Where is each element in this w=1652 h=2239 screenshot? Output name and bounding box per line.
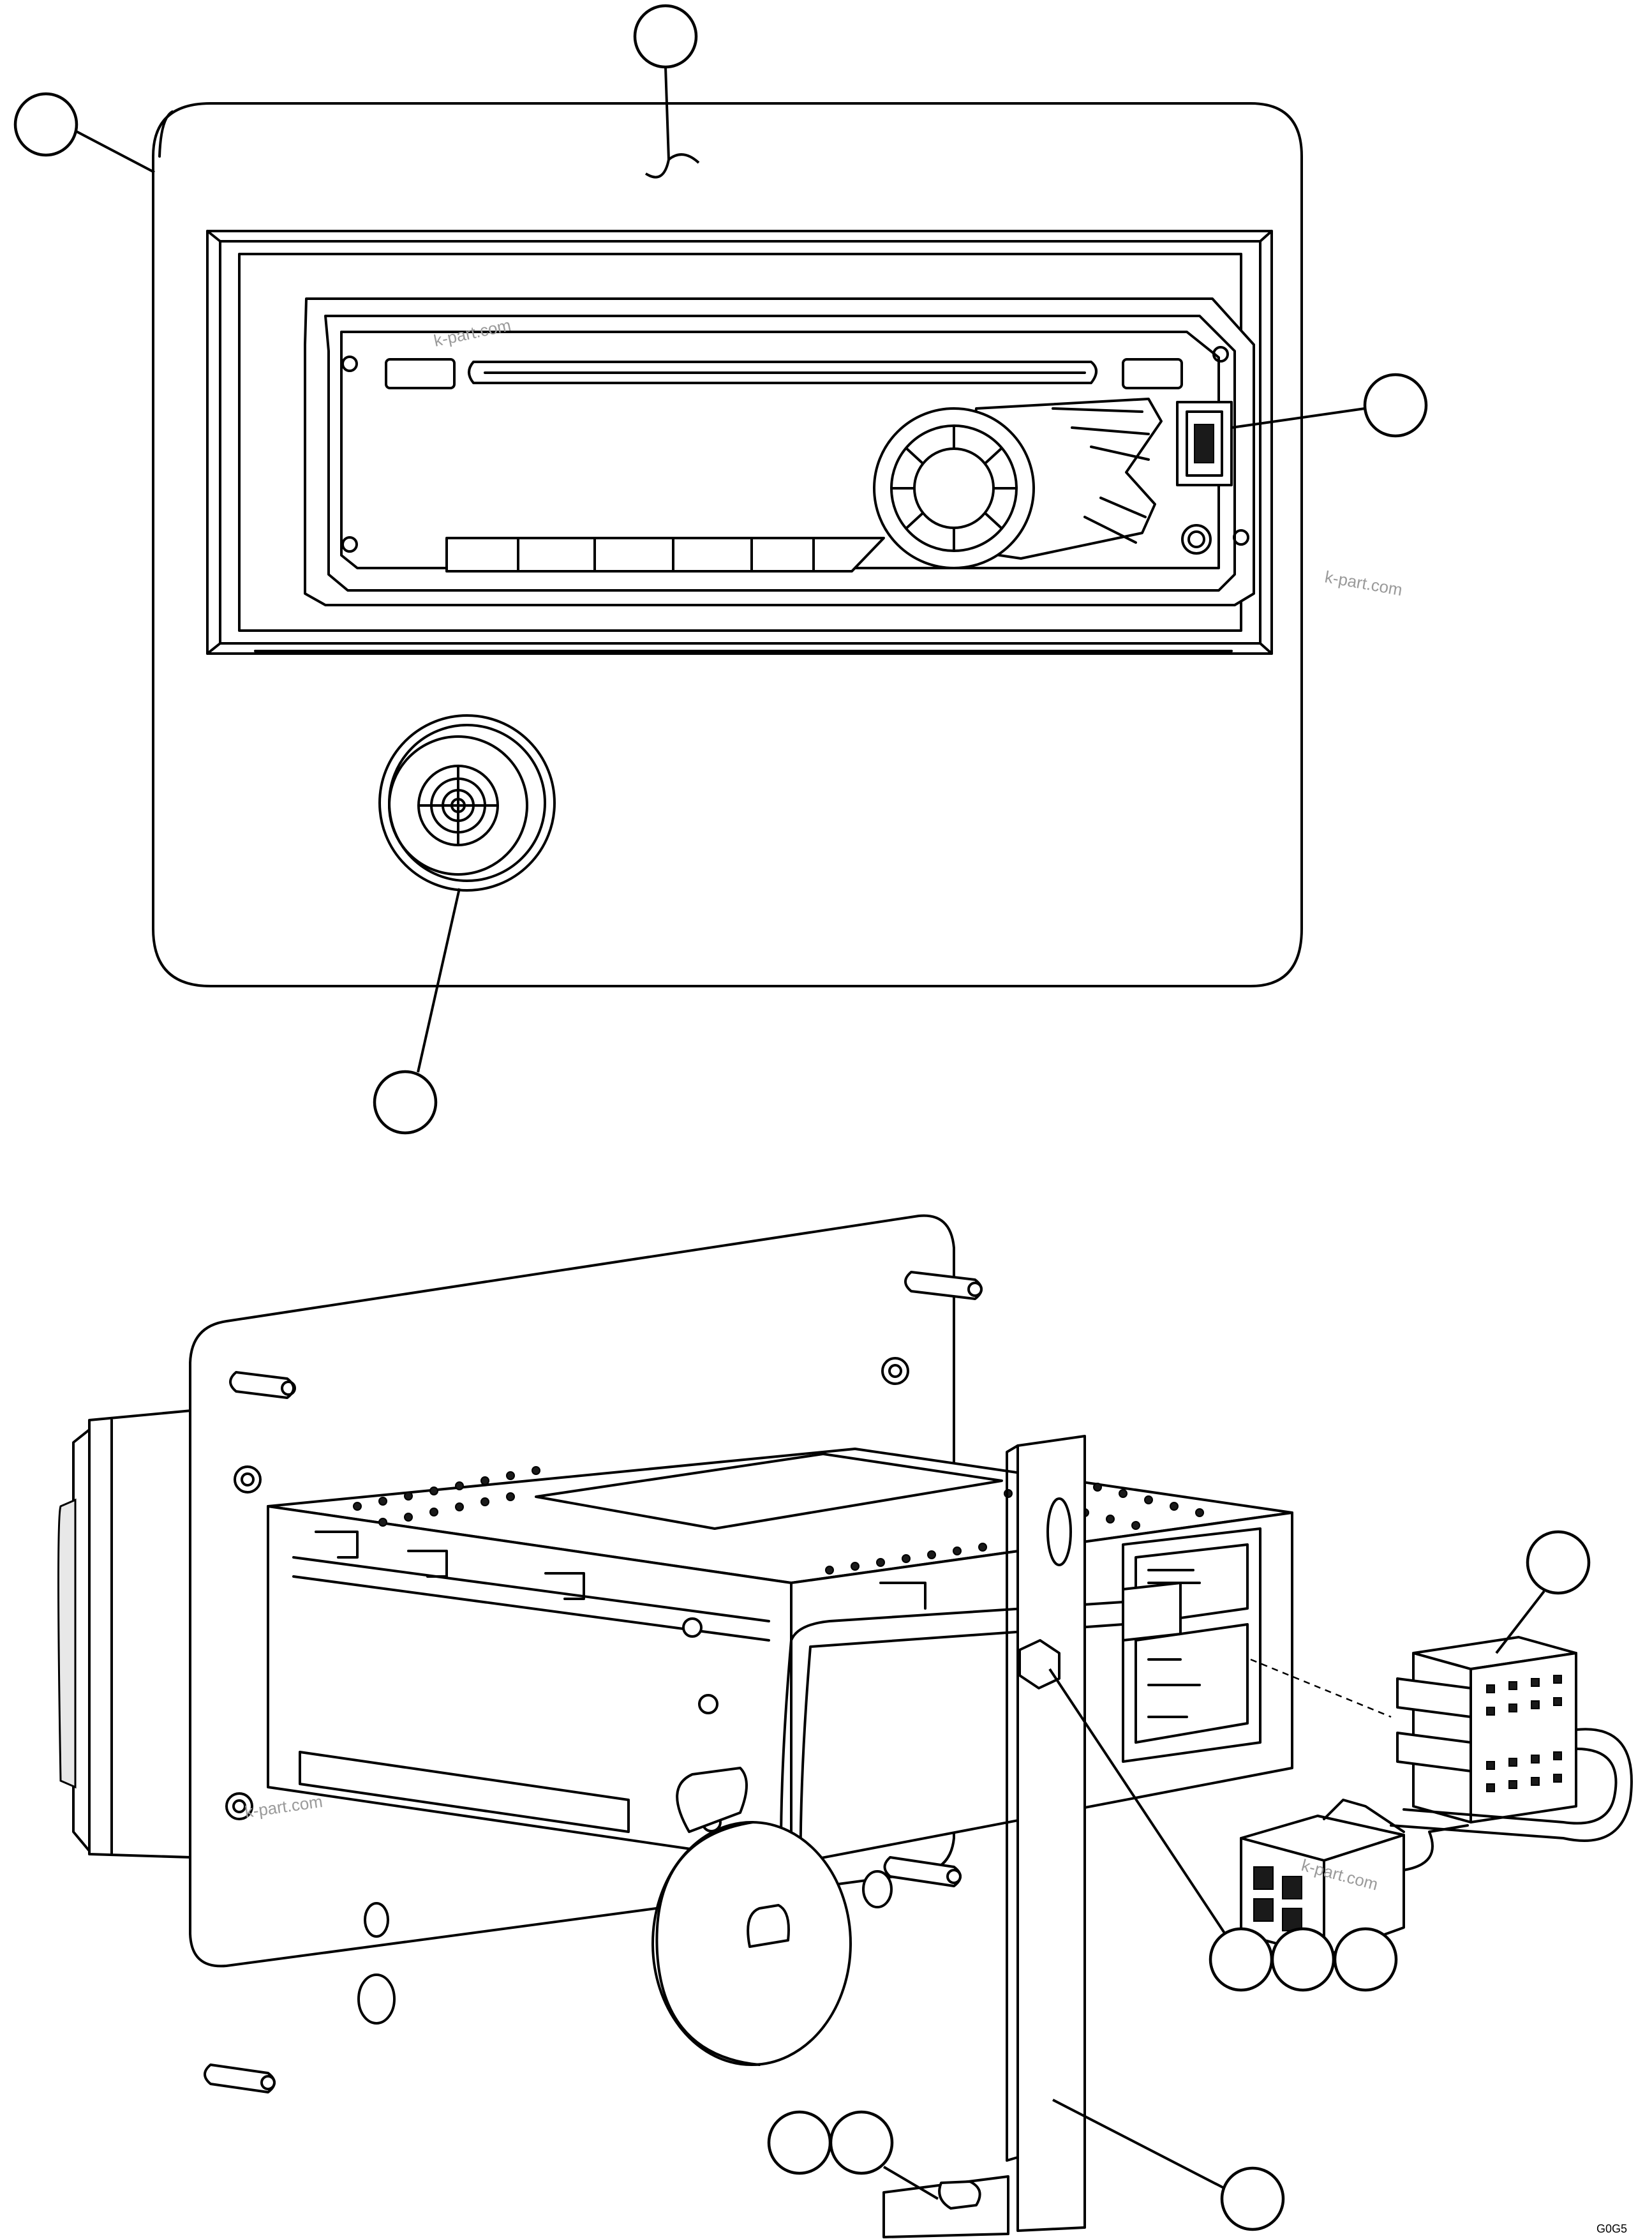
drawing-code: G0G5 xyxy=(1596,2222,1627,2235)
speaker-grille xyxy=(378,714,556,892)
radio-faceplate xyxy=(304,297,1255,606)
callout-bubble xyxy=(1363,373,1428,438)
iso-plug-connector xyxy=(1390,1636,1633,1842)
front-bezel-assembly: k-part.com k-part.com xyxy=(152,102,1404,987)
support-bracket xyxy=(882,1435,1086,2238)
callouts-top xyxy=(13,4,1428,1135)
rear-speaker xyxy=(651,1821,893,2066)
callout-bubble xyxy=(1220,2166,1285,2231)
callout-bubble xyxy=(767,2110,832,2175)
callout-bubble xyxy=(13,92,78,157)
preset-buttons[interactable] xyxy=(445,537,885,573)
callout-bubble xyxy=(1333,1927,1398,1992)
callout-bubble xyxy=(373,1070,438,1135)
callouts-bottom xyxy=(767,1530,1591,2231)
callout-bubble xyxy=(829,2110,894,2175)
watermark-top-right: k-part.com xyxy=(1323,567,1404,599)
callout-bubble xyxy=(1270,1927,1336,1992)
small-plug-connector xyxy=(1240,1799,1469,1958)
volume-knob[interactable] xyxy=(873,398,1163,569)
usb-port[interactable] xyxy=(1176,401,1233,486)
callout-bubble xyxy=(1526,1530,1591,1595)
mounting-studs xyxy=(204,1271,983,2093)
rear-assembly: k-part.com k-part.com xyxy=(57,1214,1633,2238)
callout-bubble xyxy=(1209,1927,1274,1992)
callout-bubble xyxy=(633,4,698,69)
